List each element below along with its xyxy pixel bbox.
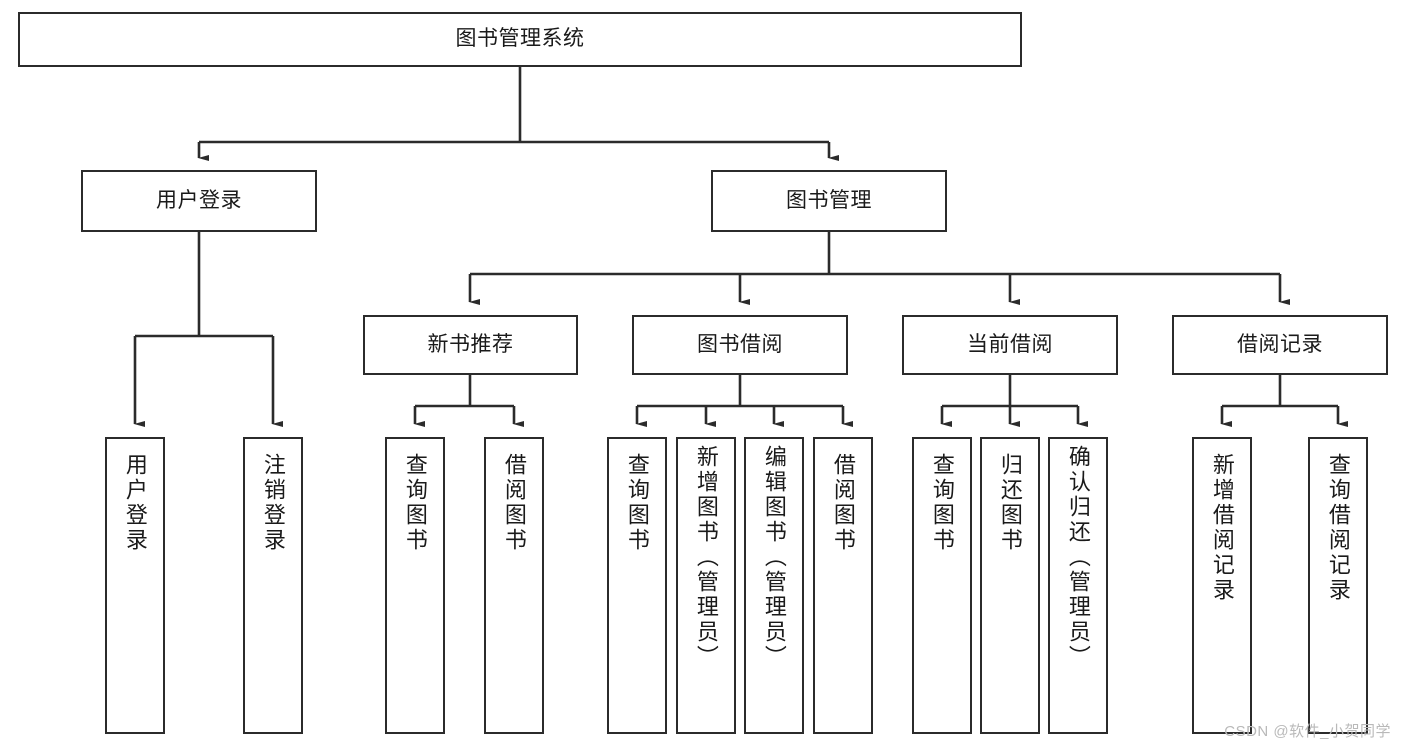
node-label: 用户登录 — [156, 188, 242, 212]
node-label: 查询图书 — [929, 453, 955, 553]
node-user-login[interactable]: 用户登录 — [81, 170, 317, 232]
leaf-new-book-borrow[interactable]: 借阅图书 — [484, 437, 544, 734]
leaf-new-book-query[interactable]: 查询图书 — [385, 437, 445, 734]
node-borrow-records[interactable]: 借阅记录 — [1172, 315, 1388, 375]
node-current-borrow[interactable]: 当前借阅 — [902, 315, 1118, 375]
watermark-text: CSDN @软件_小贺同学 — [1224, 723, 1391, 740]
node-label: 编辑图书（管理员） — [761, 445, 787, 670]
leaf-current-borrow-confirm[interactable]: 确认归还（管理员） — [1048, 437, 1108, 734]
node-label: 图书借阅 — [697, 332, 783, 356]
leaf-user-login-logout[interactable]: 注销登录 — [243, 437, 303, 734]
leaf-book-borrow-add[interactable]: 新增图书（管理员） — [676, 437, 736, 734]
leaf-book-borrow-query[interactable]: 查询图书 — [607, 437, 667, 734]
node-label: 确认归还（管理员） — [1065, 445, 1091, 670]
node-label: 注销登录 — [260, 453, 286, 553]
leaf-borrow-record-query[interactable]: 查询借阅记录 — [1308, 437, 1368, 734]
leaf-borrow-record-add[interactable]: 新增借阅记录 — [1192, 437, 1252, 734]
leaf-book-borrow-edit[interactable]: 编辑图书（管理员） — [744, 437, 804, 734]
node-book-borrow[interactable]: 图书借阅 — [632, 315, 848, 375]
node-label: 归还图书 — [997, 453, 1023, 553]
node-label: 查询借阅记录 — [1325, 453, 1351, 603]
node-label: 图书管理系统 — [455, 27, 585, 51]
leaf-user-login-login[interactable]: 用户登录 — [105, 437, 165, 734]
node-label: 查询图书 — [402, 453, 428, 553]
node-label: 当前借阅 — [967, 332, 1053, 356]
node-root-system[interactable]: 图书管理系统 — [18, 12, 1022, 67]
node-new-book-recommend[interactable]: 新书推荐 — [363, 315, 578, 375]
node-label: 借阅图书 — [830, 453, 856, 553]
node-label: 借阅记录 — [1237, 332, 1323, 356]
node-label: 新增图书（管理员） — [693, 445, 719, 670]
node-label: 新增借阅记录 — [1209, 453, 1235, 603]
leaf-current-borrow-return[interactable]: 归还图书 — [980, 437, 1040, 734]
node-label: 借阅图书 — [501, 453, 527, 553]
node-label: 查询图书 — [624, 453, 650, 553]
node-book-management[interactable]: 图书管理 — [711, 170, 947, 232]
node-label: 图书管理 — [786, 188, 872, 212]
node-label: 用户登录 — [122, 453, 148, 553]
leaf-current-borrow-query[interactable]: 查询图书 — [912, 437, 972, 734]
node-label: 新书推荐 — [427, 332, 514, 356]
leaf-book-borrow-borrow[interactable]: 借阅图书 — [813, 437, 873, 734]
